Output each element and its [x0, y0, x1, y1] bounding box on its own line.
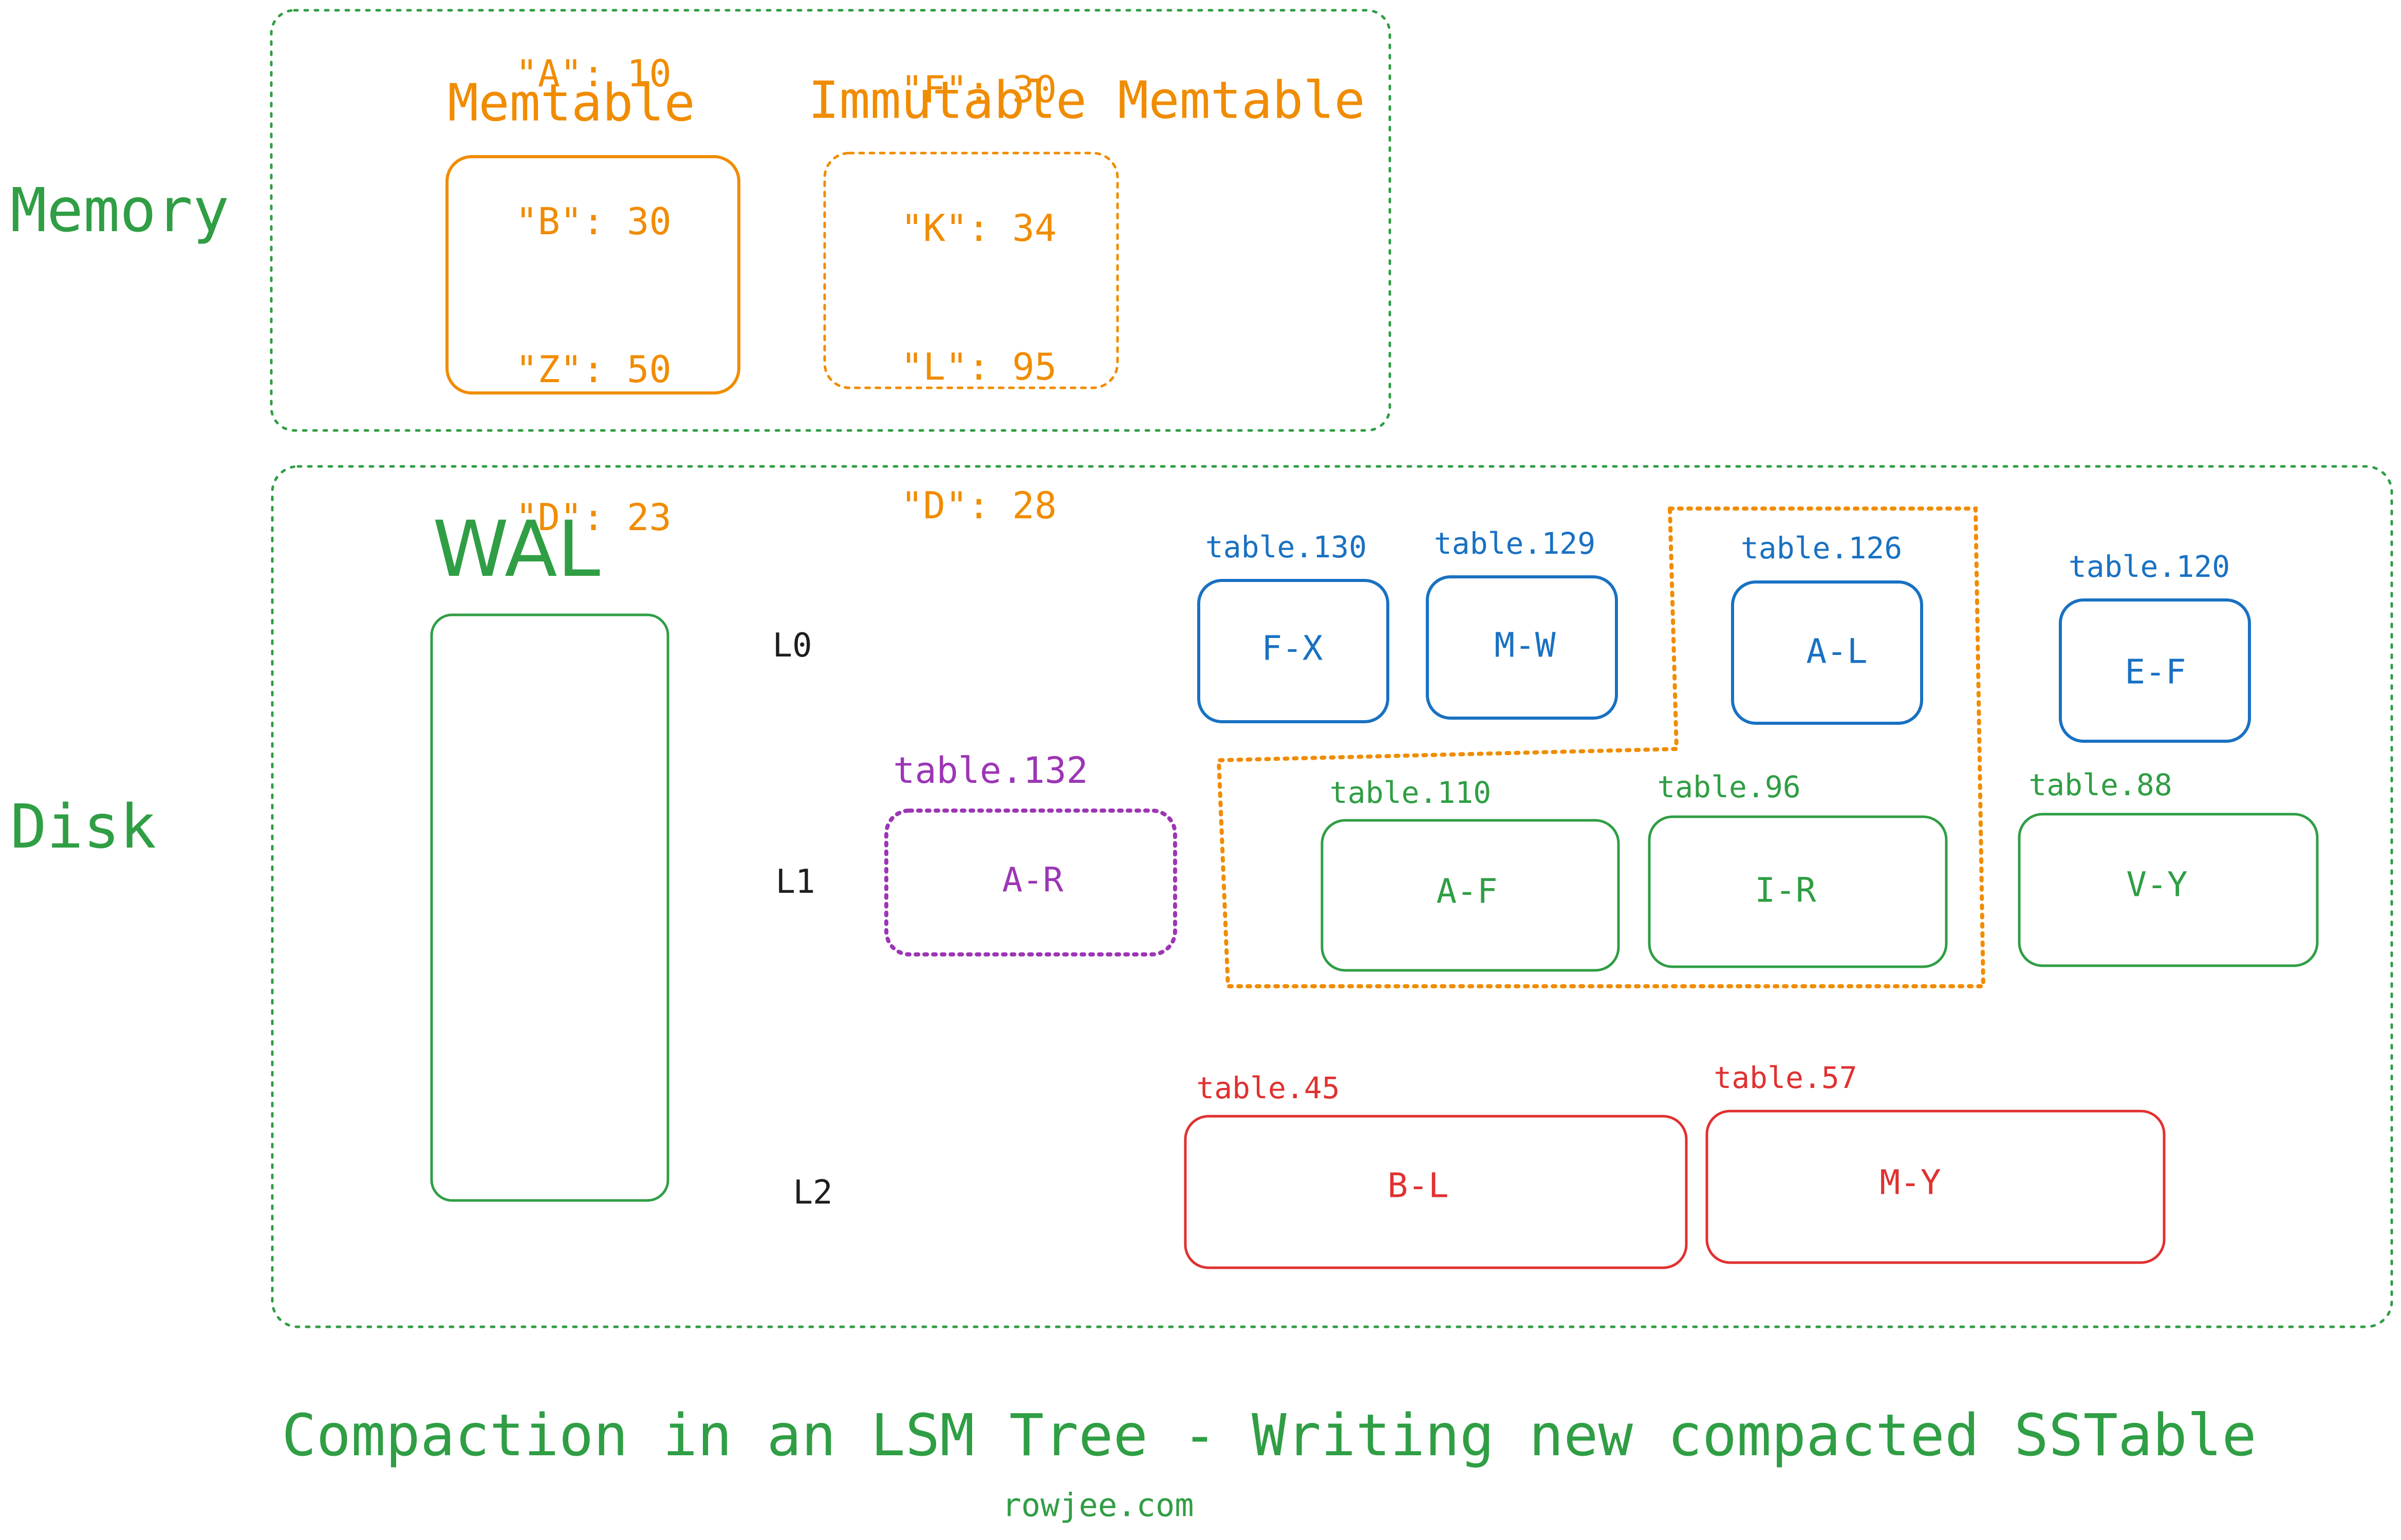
level-label-l2: L2 [793, 1174, 833, 1212]
sstable-range-126: A-L [1806, 631, 1868, 671]
compaction-selection-outline [1216, 506, 1986, 988]
sstable-box-110 [1320, 819, 1620, 972]
sstable-box-57 [1705, 1110, 2166, 1264]
memtable-title: Memtable [448, 72, 695, 133]
sstable-range-57: M-Y [1879, 1162, 1941, 1203]
diagram-caption: Compaction in an LSM Tree - Writing new … [282, 1402, 2257, 1469]
sstable-range-88: V-Y [2126, 865, 2188, 905]
immutable-memtable-entry: "D": 28 [901, 484, 1057, 527]
sstable-name-96: table.96 [1657, 769, 1801, 804]
sstable-name-130: table.130 [1205, 530, 1367, 565]
sstable-range-130: F-X [1261, 628, 1323, 668]
disk-label: Disk [10, 791, 157, 862]
memory-region [270, 9, 1391, 432]
immutable-memtable-entries: "F": 30 "K": 34 "L": 95 "D": 28 [901, 0, 1056, 575]
memory-label: Memory [10, 175, 230, 246]
wal-label: WAL [432, 505, 601, 594]
sstable-box-126 [1731, 580, 1923, 725]
sstable-box-96 [1648, 815, 1948, 968]
memtable-entry: "D": 23 [515, 496, 672, 539]
memtable-entry: "Z": 50 [515, 348, 672, 391]
immutable-memtable-entry: "F": 30 [901, 68, 1057, 111]
sstable-name-57: table.57 [1714, 1060, 1857, 1095]
sstable-range-96: I-R [1755, 870, 1816, 910]
site-credit: rowjee.com [1002, 1486, 1194, 1524]
sstable-range-132: A-R [1002, 860, 1064, 900]
sstable-range-120: E-F [2125, 652, 2186, 692]
sstable-name-88: table.88 [2028, 767, 2172, 802]
immutable-memtable-title: Immutable Memtable [808, 70, 1365, 130]
immutable-memtable-entry: "K": 34 [901, 206, 1057, 250]
immutable-memtable-box [823, 152, 1119, 389]
sstable-name-110: table.110 [1329, 775, 1492, 810]
sstable-range-110: A-F [1436, 871, 1498, 911]
sstable-box-45 [1184, 1115, 1688, 1269]
sstable-name-126: table.126 [1740, 531, 1903, 566]
immutable-memtable-entry: "L": 95 [901, 345, 1057, 388]
sstable-range-129: M-W [1494, 625, 1556, 665]
sstable-name-45: table.45 [1196, 1071, 1340, 1105]
level-label-l1: L1 [775, 863, 815, 901]
disk-region [271, 465, 2393, 1328]
memtable-entries: "A": 10 "B": 30 "Z": 50 "D": 23 [515, 0, 671, 591]
wal-box [430, 613, 669, 1202]
sstable-name-120: table.120 [2068, 549, 2230, 584]
memtable-box [445, 155, 740, 395]
sstable-box-130 [1197, 579, 1389, 723]
sstable-name-129: table.129 [1434, 526, 1596, 561]
memtable-entry: "A": 10 [515, 52, 672, 95]
sstable-box-88 [2018, 813, 2319, 967]
sstable-range-45: B-L [1387, 1166, 1449, 1206]
sstable-box-120 [2059, 598, 2251, 743]
sstable-box-129 [1426, 575, 1618, 720]
memtable-entry: "B": 30 [515, 200, 672, 243]
level-label-l0: L0 [772, 627, 812, 665]
sstable-box-132 [884, 809, 1177, 956]
sstable-name-132: table.132 [893, 749, 1088, 792]
